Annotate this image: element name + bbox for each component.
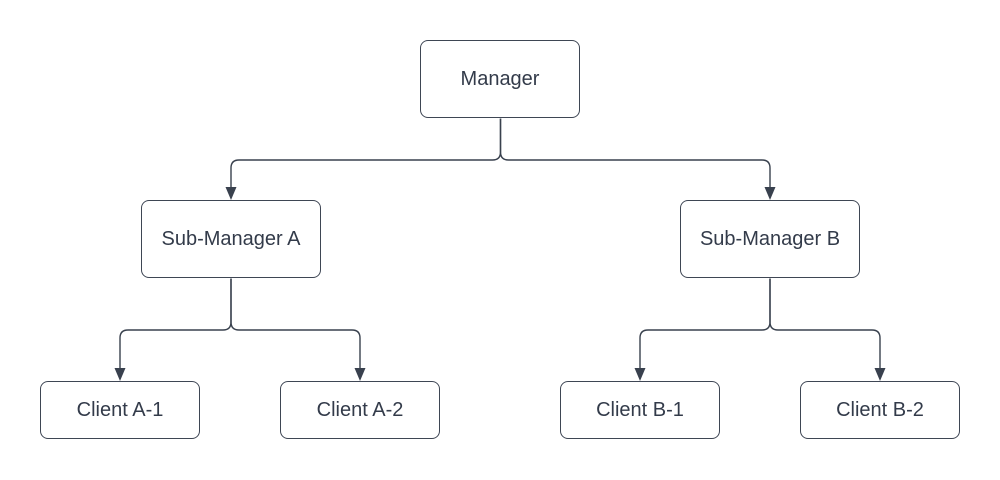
edge-sub-manager-b-to-client-b2-line: [769, 278, 881, 368]
edge-sub-manager-a-to-client-a1: [114, 278, 232, 381]
node-client-b2-label: Client B-2: [836, 399, 924, 421]
edge-manager-to-sub-manager-b-line: [499, 118, 771, 187]
edge-sub-manager-b-to-client-b2-arrowhead-icon: [874, 368, 886, 381]
edge-sub-manager-b-to-client-b1: [634, 278, 771, 381]
node-client-a1-label: Client A-1: [76, 399, 164, 421]
edge-sub-manager-a-to-client-a2-line: [230, 278, 361, 368]
node-sub-manager-b-label: Sub-Manager B: [699, 228, 841, 250]
edge-manager-to-sub-manager-b-arrowhead-icon: [764, 187, 776, 200]
node-client-b1: Client B-1: [560, 381, 720, 439]
node-client-a2-label: Client A-2: [316, 399, 404, 421]
edge-manager-to-sub-manager-a: [225, 118, 502, 200]
node-client-b1-label: Client B-1: [596, 399, 684, 421]
edge-sub-manager-a-to-client-a2-arrowhead-icon: [354, 368, 366, 381]
node-sub-manager-a: Sub-Manager A: [141, 200, 321, 278]
edge-manager-to-sub-manager-a-arrowhead-icon: [225, 187, 237, 200]
edge-sub-manager-a-to-client-a1-arrowhead-icon: [114, 368, 126, 381]
node-manager: Manager: [420, 40, 580, 118]
node-client-b2: Client B-2: [800, 381, 960, 439]
edge-manager-to-sub-manager-b: [499, 118, 776, 200]
node-manager-label: Manager: [460, 68, 540, 90]
edge-sub-manager-b-to-client-b2: [769, 278, 886, 381]
node-client-a2: Client A-2: [280, 381, 440, 439]
node-sub-manager-a-label: Sub-Manager A: [161, 228, 301, 250]
edge-sub-manager-b-to-client-b1-arrowhead-icon: [634, 368, 646, 381]
node-sub-manager-b: Sub-Manager B: [680, 200, 860, 278]
edge-sub-manager-a-to-client-a2: [230, 278, 366, 381]
edge-manager-to-sub-manager-a-line: [230, 118, 502, 187]
node-client-a1: Client A-1: [40, 381, 200, 439]
edge-sub-manager-b-to-client-b1-line: [639, 278, 771, 368]
edge-sub-manager-a-to-client-a1-line: [119, 278, 232, 368]
